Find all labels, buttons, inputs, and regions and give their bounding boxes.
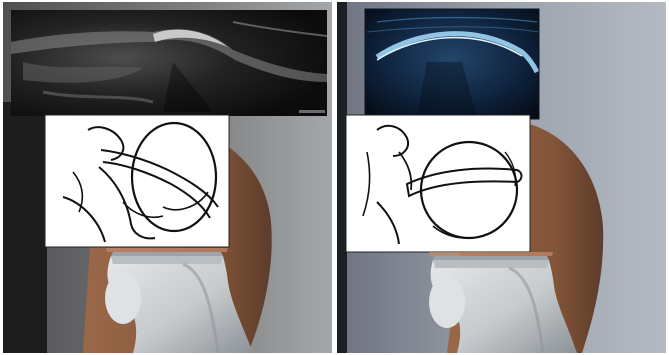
ultrasound-short-axis [365, 9, 539, 119]
dark-side-band [3, 102, 47, 353]
right-panel [337, 2, 666, 353]
left-scene [3, 2, 332, 353]
ultrasound-long-axis [11, 10, 327, 116]
left-panel [3, 2, 332, 353]
bone-sketch-long-axis [45, 115, 229, 247]
right-scene [337, 2, 666, 353]
bone-sketch-short-axis [346, 115, 530, 252]
